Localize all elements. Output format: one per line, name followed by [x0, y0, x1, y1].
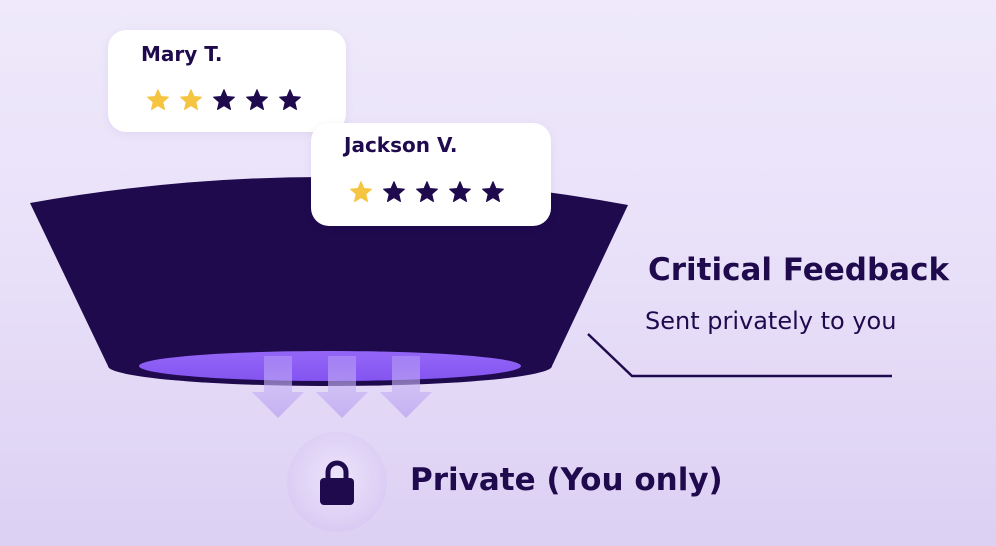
star-empty-icon — [448, 180, 472, 204]
star-rating — [146, 88, 311, 112]
reviewer-name: Jackson V. — [344, 133, 458, 157]
star-empty-icon — [481, 180, 505, 204]
reviewer-name: Mary T. — [141, 42, 223, 66]
arrow-down-icon — [380, 356, 432, 418]
star-empty-icon — [382, 180, 406, 204]
star-filled-icon — [179, 88, 203, 112]
review-card: Jackson V. — [311, 123, 551, 226]
star-filled-icon — [146, 88, 170, 112]
callout-title: Critical Feedback — [648, 252, 950, 288]
star-empty-icon — [245, 88, 269, 112]
review-card: Mary T. — [108, 30, 346, 132]
star-empty-icon — [278, 88, 302, 112]
arrow-down-icon — [316, 356, 368, 418]
callout-connector — [587, 333, 892, 378]
arrow-down-icon — [252, 356, 304, 418]
star-filled-icon — [349, 180, 373, 204]
down-arrows — [252, 356, 432, 418]
funnel-body — [30, 176, 628, 381]
lock-icon — [320, 460, 354, 505]
star-rating — [349, 180, 514, 204]
star-empty-icon — [212, 88, 236, 112]
callout-subtitle: Sent privately to you — [645, 307, 897, 335]
star-empty-icon — [415, 180, 439, 204]
destination-label: Private (You only) — [410, 462, 723, 498]
